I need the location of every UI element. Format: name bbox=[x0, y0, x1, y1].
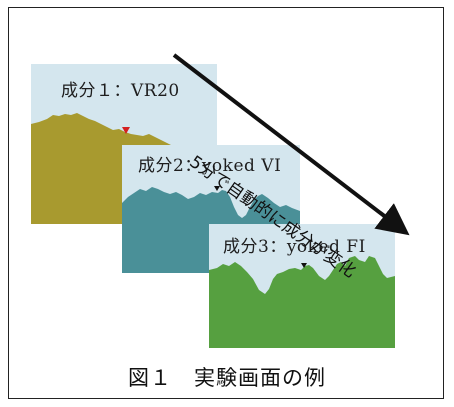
panel-title-3: 成分3：yoked FI bbox=[223, 237, 366, 257]
marker-triangle-3 bbox=[301, 263, 307, 268]
marker-triangle-1 bbox=[122, 127, 130, 134]
terrain-chart-3 bbox=[209, 256, 395, 348]
figure-caption: 図１ 実験画面の例 bbox=[128, 366, 326, 390]
screen-panel-component-3: 成分3：yoked FI bbox=[209, 224, 395, 348]
terrain-area-3 bbox=[209, 256, 395, 348]
panel-title-1: 成分１：VR20 bbox=[61, 81, 180, 101]
